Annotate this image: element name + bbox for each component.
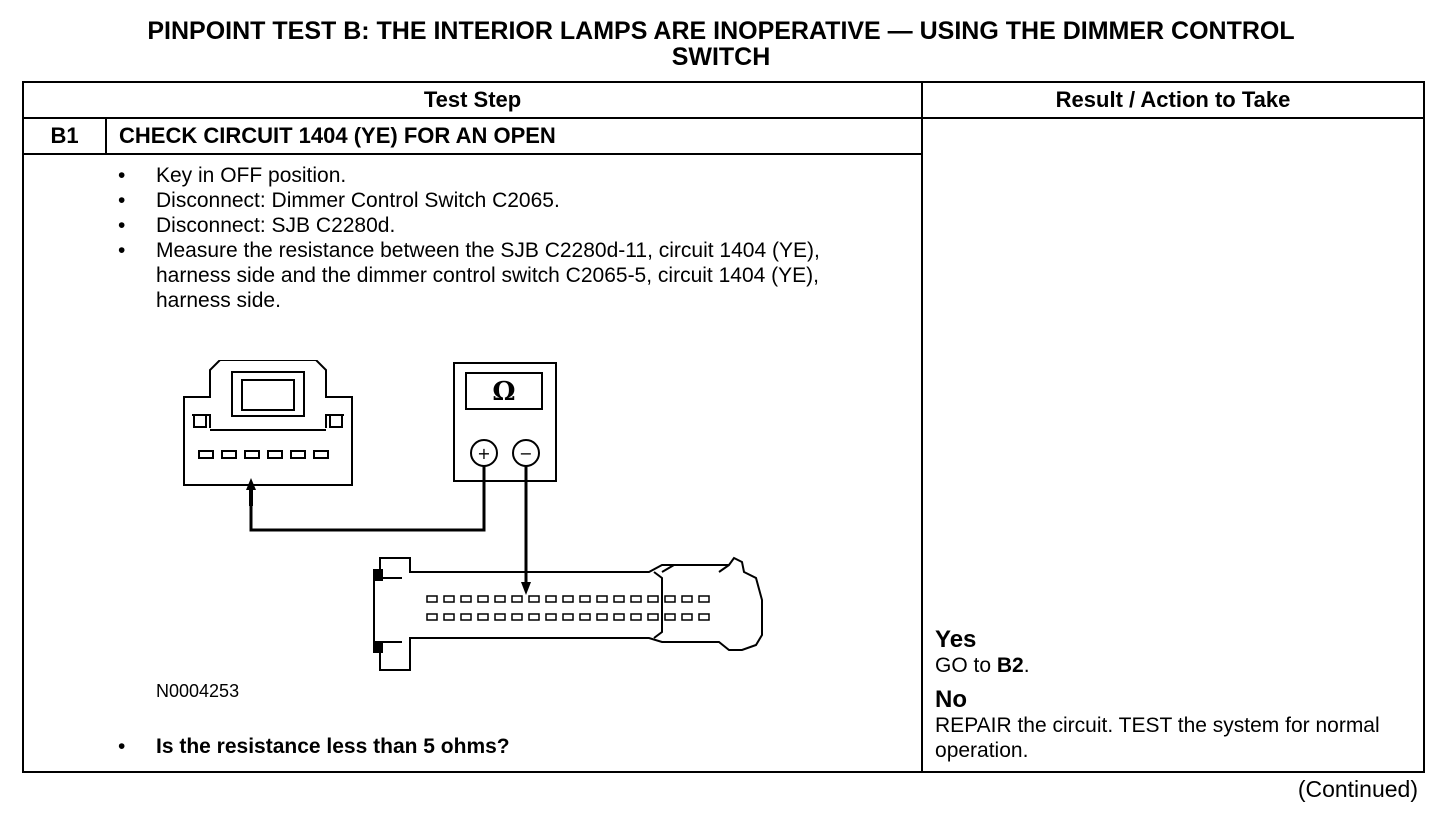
sjb-connector-icon xyxy=(373,556,763,671)
yes-action-target: B2 xyxy=(996,654,1024,677)
step-title: CHECK CIRCUIT 1404 (YE) FOR AN OPEN xyxy=(104,117,924,155)
dimmer-switch-connector-icon xyxy=(183,360,353,486)
header-result-action: Result / Action to Take xyxy=(921,81,1426,119)
title-line-2: SWITCH xyxy=(671,43,771,71)
yes-block: Yes GO to B2. xyxy=(935,627,1405,678)
result-cell: Yes GO to B2. No REPAIR the circuit. TES… xyxy=(921,117,1426,773)
minus-terminal-label: − xyxy=(519,444,532,463)
figure-code: N0004253 xyxy=(156,681,240,701)
step-bullets: Key in OFF position. Disconnect: Dimmer … xyxy=(118,163,858,313)
test-diagram: Ω + − xyxy=(183,360,763,671)
step-body: Key in OFF position. Disconnect: Dimmer … xyxy=(21,153,924,773)
yes-action: GO to B2. xyxy=(935,653,1405,678)
pinpoint-test-table: Test Step Result / Action to Take B1 CHE… xyxy=(21,81,1426,773)
page-title: PINPOINT TEST B: THE INTERIOR LAMPS ARE … xyxy=(0,18,1442,70)
yes-label: Yes xyxy=(935,626,977,653)
test-question: Is the resistance less than 5 ohms? xyxy=(118,735,510,759)
ohm-symbol: Ω xyxy=(492,377,515,407)
step-id: B1 xyxy=(22,117,107,155)
bullet-item: Disconnect: SJB C2280d. xyxy=(118,213,858,238)
no-label: No xyxy=(935,686,968,713)
bullet-item: Key in OFF position. xyxy=(118,163,858,188)
bullet-item: Measure the resistance between the SJB C… xyxy=(118,238,858,313)
no-block: No REPAIR the circuit. TEST the system f… xyxy=(935,687,1405,763)
bullet-item: Disconnect: Dimmer Control Switch C2065. xyxy=(118,188,858,213)
title-line-1: PINPOINT TEST B: THE INTERIOR LAMPS ARE … xyxy=(147,17,1295,45)
no-action: REPAIR the circuit. TEST the system for … xyxy=(935,714,1380,762)
plus-terminal-label: + xyxy=(477,444,490,463)
continued-label: (Continued) xyxy=(1297,776,1418,802)
header-test-step: Test Step xyxy=(21,81,924,119)
yes-action-period: . xyxy=(1023,654,1030,677)
yes-action-text: GO to xyxy=(935,654,997,677)
